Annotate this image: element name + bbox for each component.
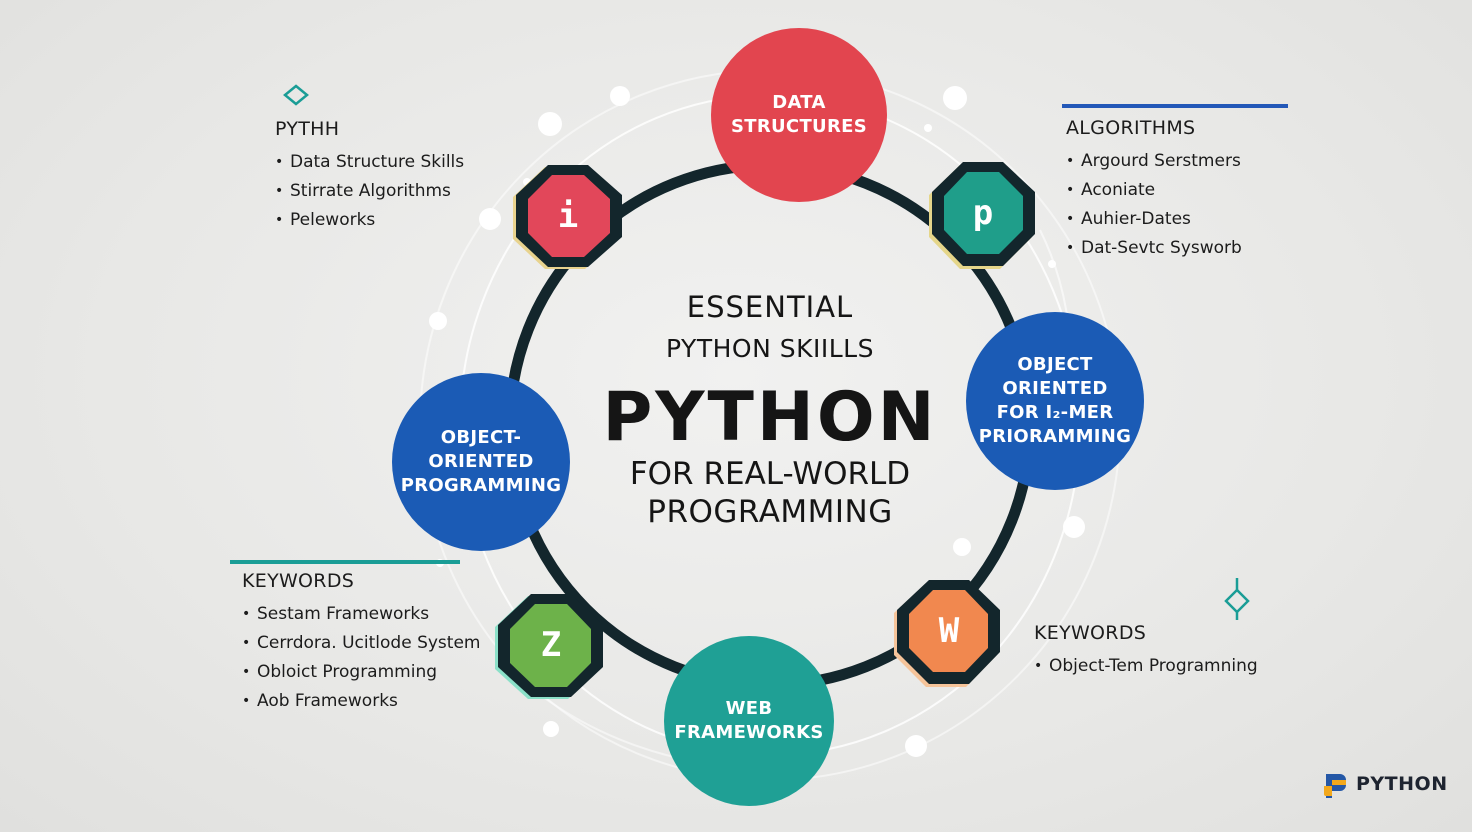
list-item: Dat-Sevtc Sysworb bbox=[1066, 234, 1306, 263]
hex-badge-bottom-left bbox=[495, 594, 603, 699]
panel-title: PYTHH bbox=[275, 118, 340, 140]
list-item: Argourd Serstmers bbox=[1066, 147, 1306, 176]
panel-title: ALGORITHMS bbox=[1066, 117, 1196, 139]
list-item: Aob Frameworks bbox=[242, 687, 492, 716]
hex-label-z: Z bbox=[540, 625, 562, 665]
panel-bottom-right: KEYWORDS Object-Tem Programning bbox=[1034, 622, 1274, 681]
hex-badge-bottom-right bbox=[894, 580, 1000, 687]
panel-title: KEYWORDS bbox=[1034, 622, 1147, 644]
panel-bottom-left: KEYWORDS Sestam Frameworks Cerrdora. Uci… bbox=[242, 570, 492, 716]
list-item: Cerrdora. Ucitlode System bbox=[242, 629, 492, 658]
list-item: Auhier-Dates bbox=[1066, 205, 1306, 234]
center-line-real-world: FOR REAL-WORLD bbox=[629, 456, 911, 492]
panel-top-left: PYTHH Data Structure Skills Stirrate Alg… bbox=[275, 118, 515, 235]
accent-bar-top-right bbox=[1062, 104, 1288, 108]
accent-bar-bottom-left bbox=[230, 560, 460, 564]
list-item: Aconiate bbox=[1066, 176, 1306, 205]
list-item: Stirrate Algorithms bbox=[275, 177, 515, 206]
diamond-pin-icon bbox=[1224, 578, 1250, 620]
center-line-python-skills: PYTHON SKIILLS bbox=[666, 334, 874, 363]
panel-title: KEYWORDS bbox=[242, 570, 355, 592]
panel-top-right: ALGORITHMS Argourd Serstmers Aconiate Au… bbox=[1066, 117, 1306, 263]
list-item: Sestam Frameworks bbox=[242, 600, 492, 629]
hex-badge-top-right bbox=[929, 162, 1035, 269]
center-line-programming: PROGRAMMING bbox=[647, 494, 893, 530]
python-logo: PYTHON bbox=[1322, 770, 1448, 798]
hex-label-w: W bbox=[938, 611, 960, 651]
hex-badge-top-left bbox=[513, 165, 622, 269]
list-item: Data Structure Skills bbox=[275, 148, 515, 177]
python-logo-icon bbox=[1324, 774, 1346, 798]
diamond-icon bbox=[283, 84, 309, 106]
hex-label-i: i bbox=[557, 196, 579, 236]
center-title-python: PYTHON bbox=[602, 378, 938, 457]
list-item: Object-Tem Programning bbox=[1034, 652, 1274, 681]
hex-label-p: p bbox=[972, 193, 994, 233]
list-item: Peleworks bbox=[275, 206, 515, 235]
logo-text: PYTHON bbox=[1356, 773, 1448, 795]
center-line-essential: ESSENTIAL bbox=[686, 290, 854, 324]
list-item: Obloict Programming bbox=[242, 658, 492, 687]
